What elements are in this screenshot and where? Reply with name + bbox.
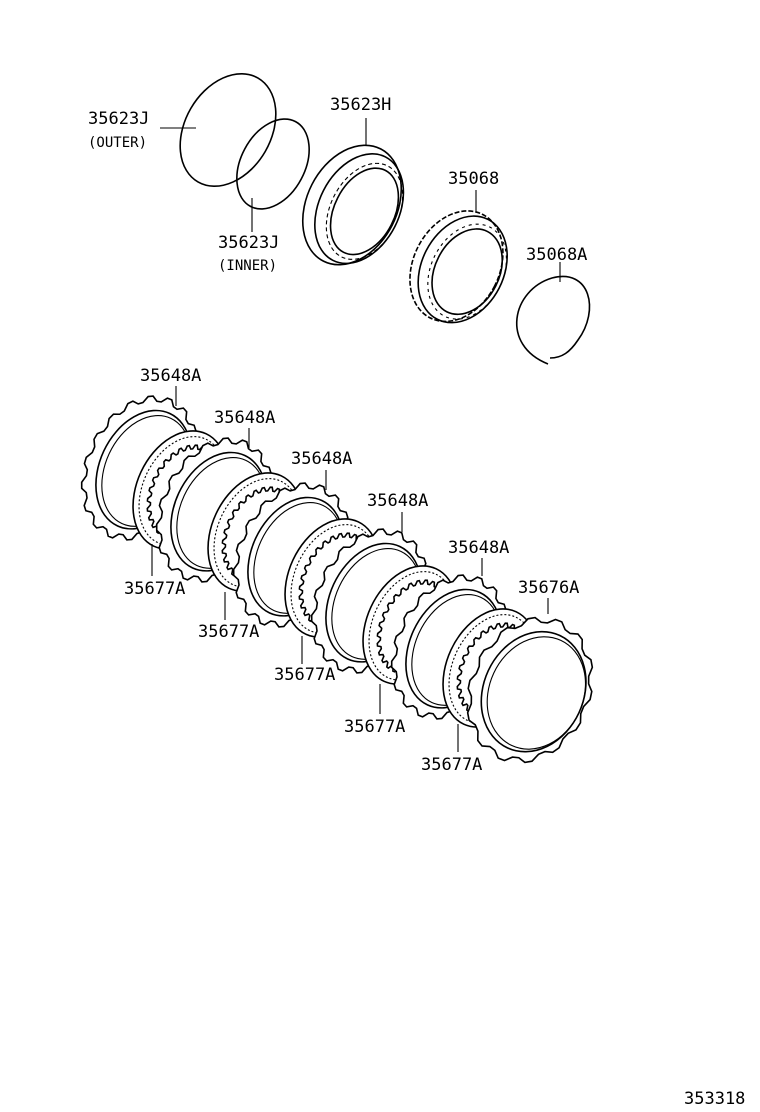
- label-clutch-disc-3: 35677A: [274, 665, 335, 685]
- label-flange: 35676A: [518, 578, 579, 598]
- label-snap-ring: 35068A: [526, 245, 587, 265]
- label-snap-ring-outer: 35623J: [88, 109, 149, 129]
- label-clutch-plate-5: 35648A: [448, 538, 509, 558]
- snap-ring-outer[interactable]: [161, 57, 295, 204]
- label-clutch-disc-5: 35677A: [421, 755, 482, 775]
- leader-lines: [151, 118, 561, 752]
- label-clutch-plate-3: 35648A: [291, 449, 352, 469]
- label-one-way-clutch: 35068: [448, 169, 499, 189]
- label-clutch-disc-2: 35677A: [198, 622, 259, 642]
- label-snap-ring-inner: 35623J: [218, 233, 279, 253]
- flange[interactable]: [444, 597, 616, 784]
- label-one-way-clutch-outer-race: 35623H: [330, 95, 391, 115]
- diagram-id: 353318: [684, 1089, 745, 1109]
- snap-ring-inner[interactable]: [222, 107, 324, 222]
- one-way-clutch[interactable]: [392, 195, 526, 340]
- label-clutch-plate-4: 35648A: [367, 491, 428, 511]
- label-clutch-plate-1: 35648A: [140, 366, 201, 386]
- label-clutch-disc-1: 35677A: [124, 579, 185, 599]
- clutch-pack: [80, 395, 616, 784]
- one-way-clutch-outer-race[interactable]: [283, 128, 423, 282]
- snap-ring-35068a[interactable]: [515, 275, 591, 365]
- label-outer-note: (OUTER): [88, 135, 147, 151]
- label-clutch-disc-4: 35677A: [344, 717, 405, 737]
- label-inner-note: (INNER): [218, 258, 277, 274]
- flange-bore: [486, 636, 587, 750]
- label-clutch-plate-2: 35648A: [214, 408, 275, 428]
